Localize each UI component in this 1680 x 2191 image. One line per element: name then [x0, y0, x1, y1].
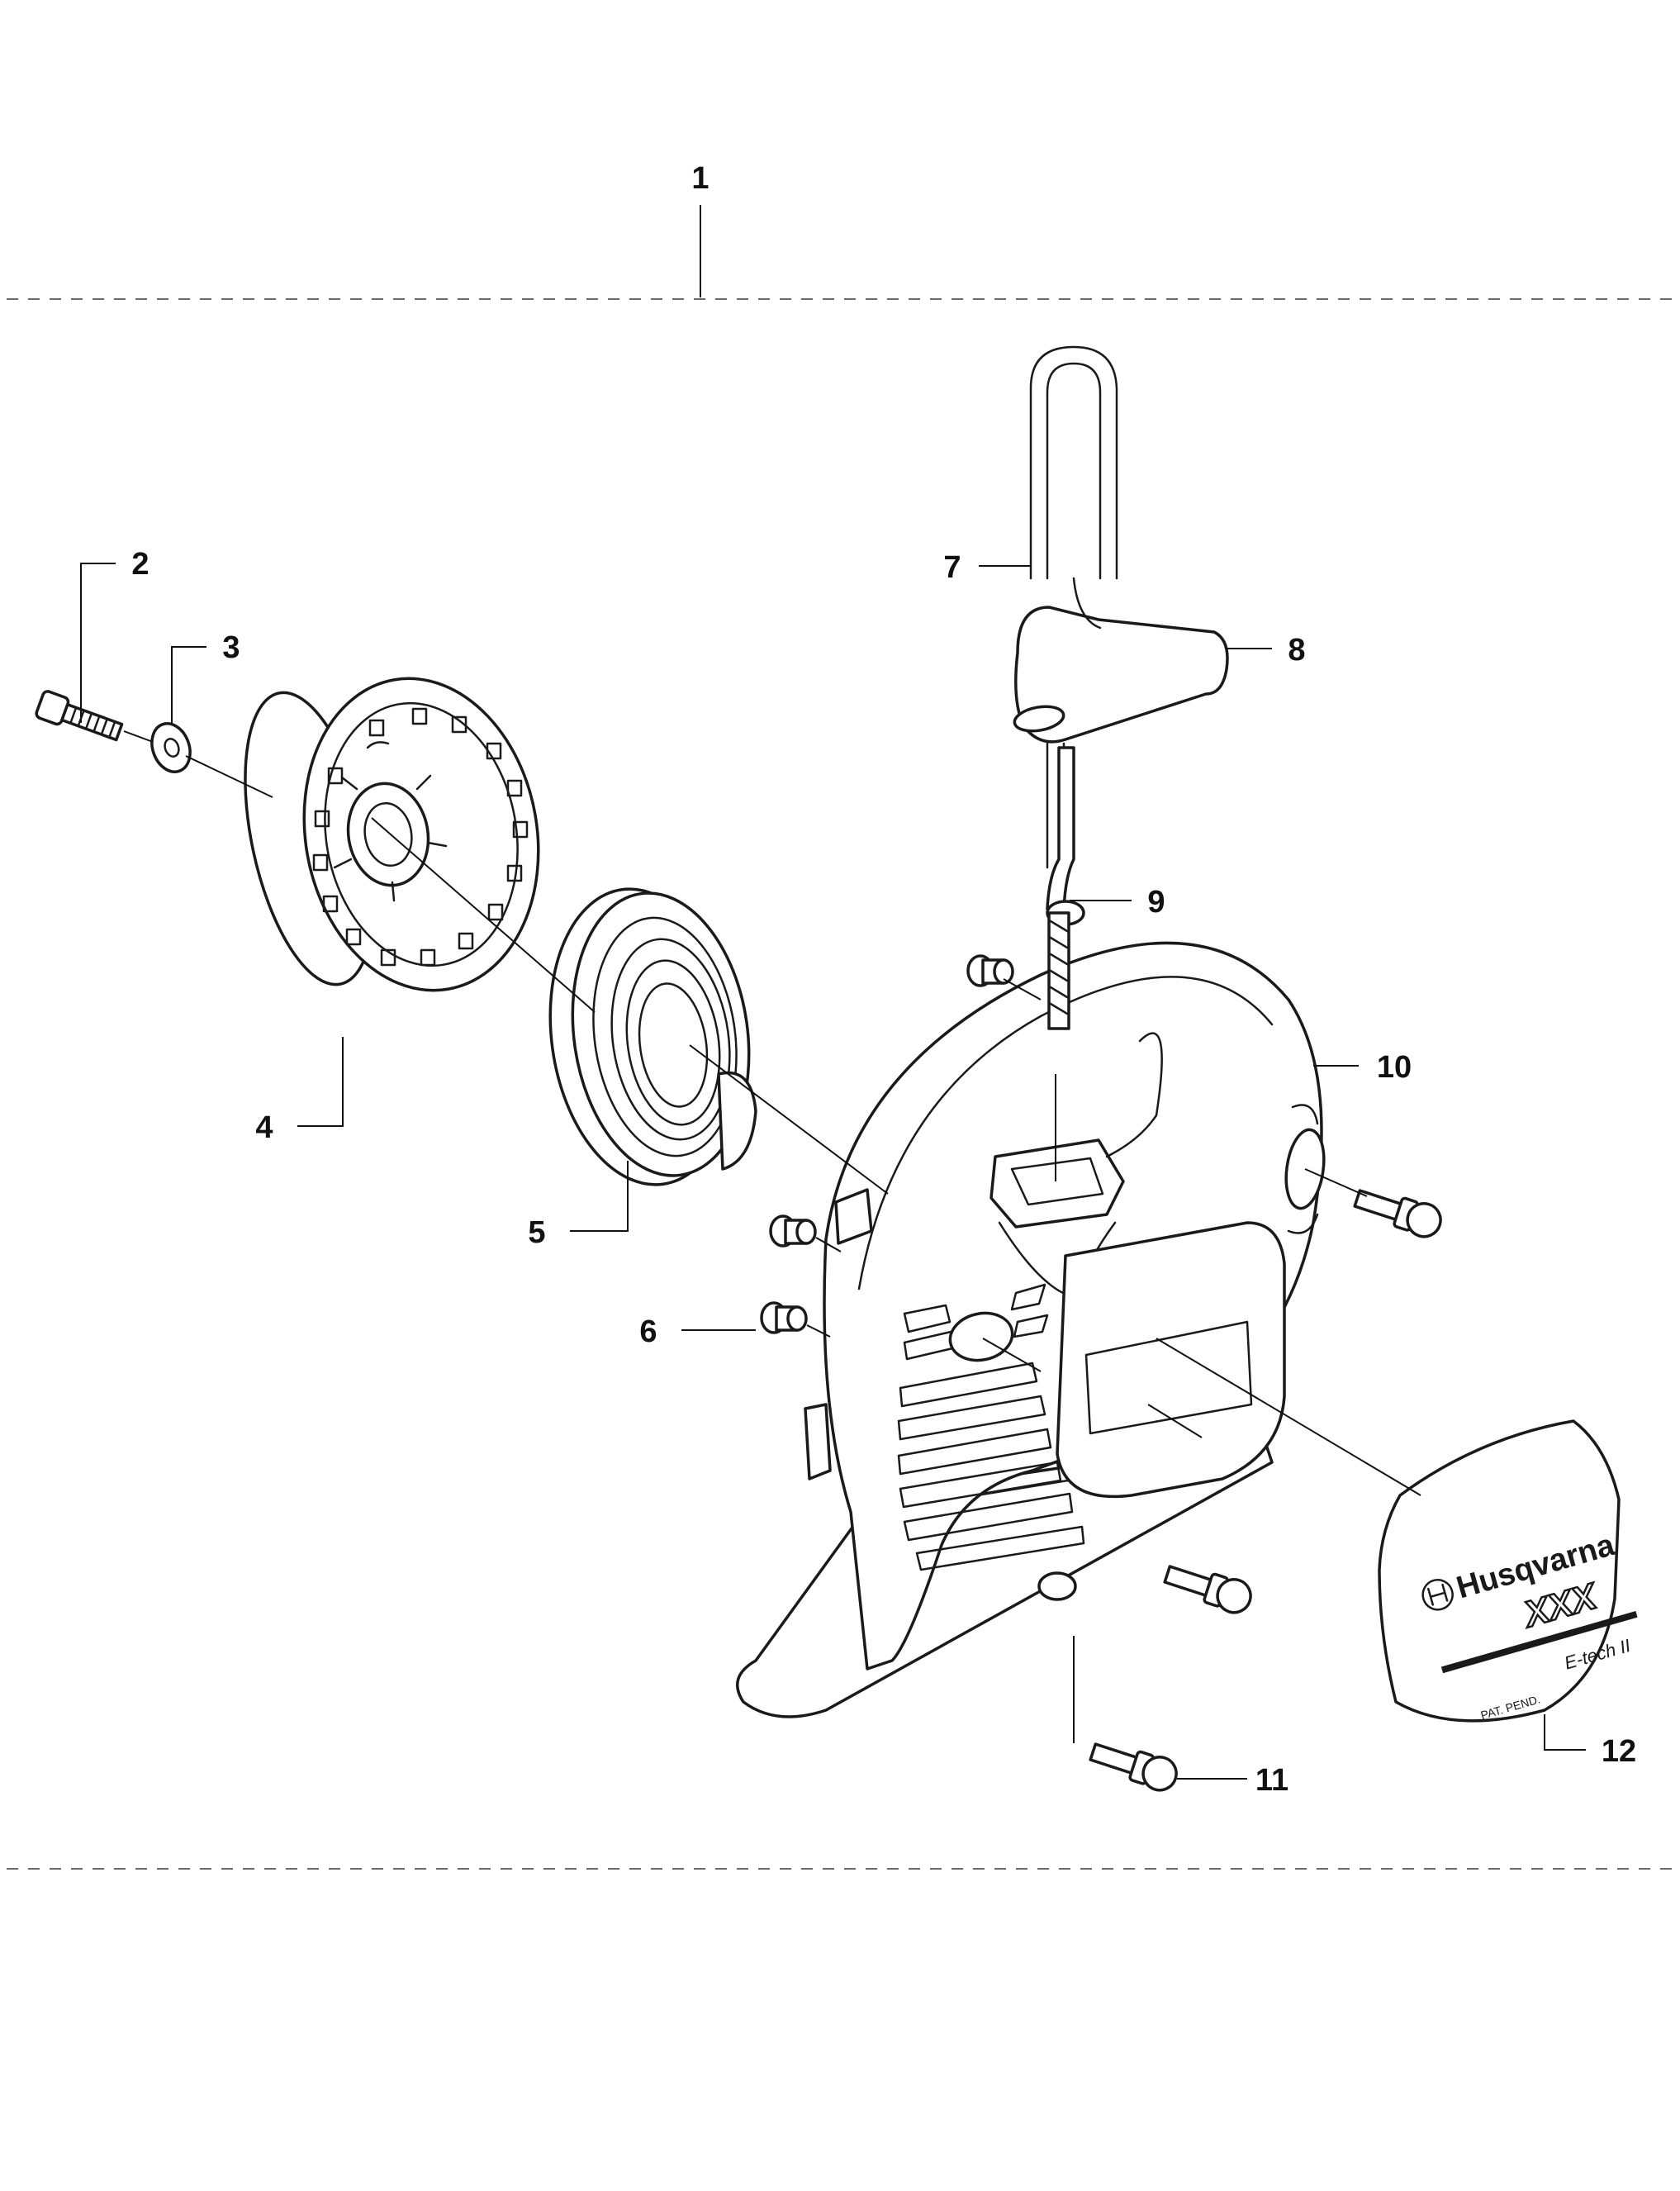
part-screw-11 — [1089, 1742, 1178, 1792]
callout-4: 4 — [255, 1110, 273, 1145]
part-starter-handle-8 — [1013, 577, 1229, 926]
callout-6: 6 — [639, 1314, 657, 1349]
callout-10: 10 — [1377, 1050, 1412, 1085]
part-screw-right — [1353, 1189, 1442, 1238]
part-starter-housing-10 — [736, 941, 1326, 1718]
callout-2: 2 — [131, 547, 149, 582]
callout-12: 12 — [1602, 1734, 1636, 1769]
part-washer-3 — [150, 722, 192, 773]
part-decal-12: Husqvarna XXX E-tech II PAT. PEND. — [1378, 1419, 1638, 1723]
explode-lines — [123, 730, 1421, 1743]
part-bushing-middle — [769, 1214, 817, 1248]
part-bushing-upper — [966, 954, 1014, 987]
callout-5: 5 — [528, 1215, 545, 1250]
callout-7: 7 — [943, 550, 961, 585]
part-screw-lower — [1163, 1565, 1252, 1614]
callout-9: 9 — [1147, 885, 1165, 920]
part-screw-2 — [35, 690, 124, 742]
callout-8: 8 — [1288, 633, 1305, 668]
part-rope-sleeve-9 — [1047, 911, 1070, 1030]
part-recoil-spring-5 — [548, 887, 757, 1186]
part-pulley-4 — [244, 677, 540, 992]
callout-leaders — [80, 205, 1586, 1780]
callout-11: 11 — [1255, 1763, 1288, 1798]
part-bushing-6 — [760, 1301, 808, 1334]
callout-3: 3 — [222, 630, 240, 665]
callout-1: 1 — [691, 161, 709, 196]
